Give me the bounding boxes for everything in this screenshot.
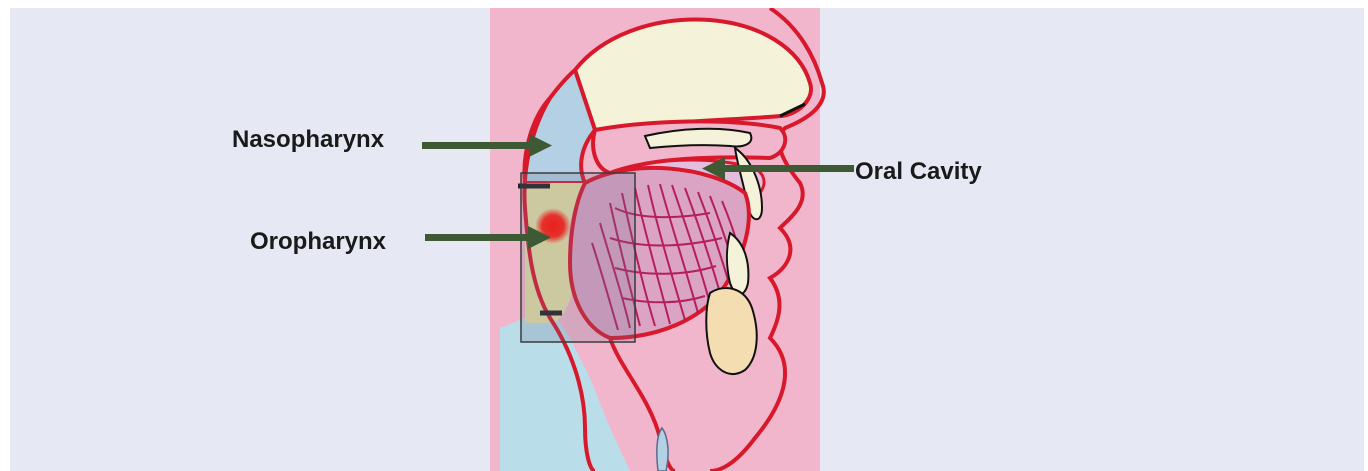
label-oropharynx: Oropharynx [250,228,386,256]
pharynx-anatomy-illustration [10,8,1364,471]
arrow-nasopharynx [422,134,552,157]
label-oral-cavity: Oral Cavity [855,158,982,186]
oropharynx-highlight-box [521,173,635,342]
label-nasopharynx: Nasopharynx [232,126,384,154]
arrow-oropharynx [425,226,551,249]
mandible [706,288,756,374]
diagram-canvas: Nasopharynx Oropharynx Oral Cavity [10,8,1364,471]
